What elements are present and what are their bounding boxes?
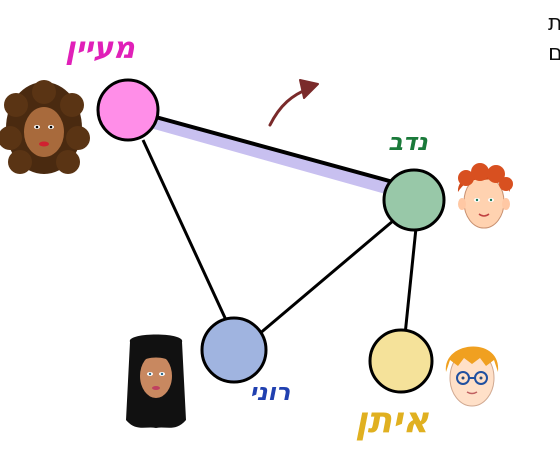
edge-nadav-roni xyxy=(257,213,401,337)
node-nadav xyxy=(382,168,446,232)
curly-hair-girl-avatar xyxy=(0,80,90,174)
blond-boy-glasses-avatar xyxy=(445,346,499,407)
annotation-arrow-icon xyxy=(268,79,319,127)
label-roni: רוני xyxy=(250,378,291,406)
annotation-line-1: הקשת הזו מייצגת xyxy=(548,11,560,36)
black-hair-girl-avatar xyxy=(126,334,186,428)
red-hair-boy-avatar xyxy=(457,163,513,229)
label-eitan: איתן xyxy=(355,400,430,441)
node-maayan xyxy=(96,78,160,142)
edge-nadav-eitan xyxy=(403,227,418,336)
label-maayan: מעיין xyxy=(65,31,136,66)
edge-maayan-nadav xyxy=(129,108,416,190)
edge-highlight xyxy=(123,108,422,202)
annotation-line-2: שמעיין ונדב חברים xyxy=(548,41,560,66)
label-nadav: נדב xyxy=(388,128,428,156)
edge-maayan-roni xyxy=(141,139,228,321)
edges xyxy=(123,108,422,337)
node-eitan xyxy=(368,328,434,394)
node-roni xyxy=(200,316,268,384)
